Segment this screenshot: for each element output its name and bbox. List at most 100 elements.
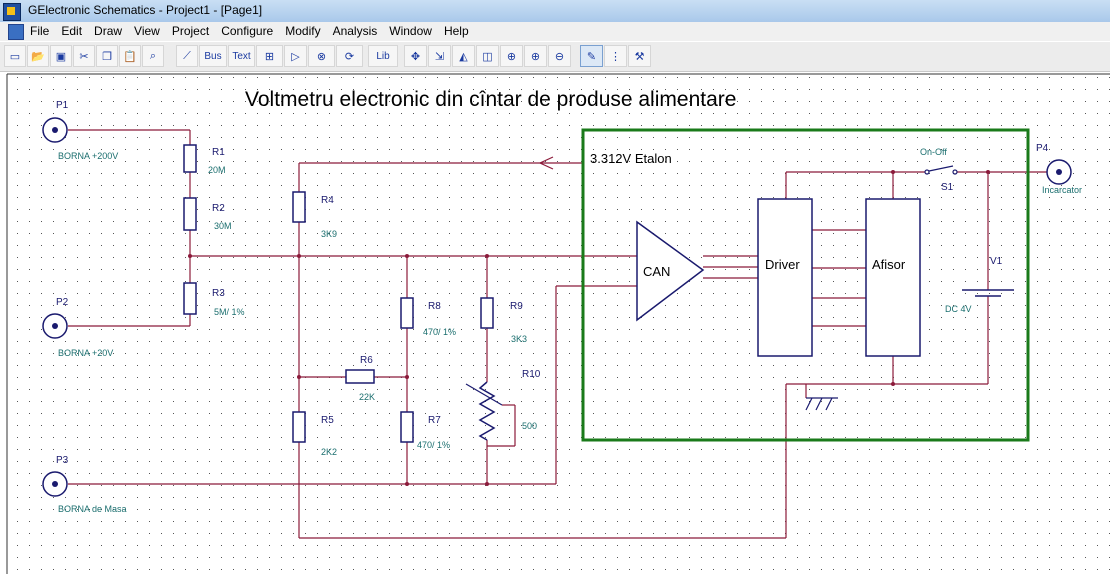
move-icon[interactable]: ✥ (404, 45, 427, 67)
menu-view[interactable]: View (134, 24, 160, 38)
r5-ref: R5 (321, 415, 334, 426)
r6-ref: R6 (360, 355, 373, 366)
wire-icon[interactable]: ⟋ (176, 45, 198, 67)
r7-ref: R7 (428, 415, 441, 426)
port-icon[interactable]: ▷ (284, 45, 307, 67)
driver-block[interactable] (757, 198, 813, 357)
port-p3-ref: P3 (56, 455, 69, 466)
port-p3-label: BORNA de Masa (58, 504, 127, 514)
r1-value: 20M (208, 165, 226, 175)
port-p1-ref: P1 (56, 100, 69, 111)
hierarchy-icon[interactable]: ⋮ (604, 45, 627, 67)
menu-project[interactable]: Project (171, 24, 210, 38)
document-icon[interactable] (8, 24, 24, 40)
r8-value: 470/ 1% (423, 327, 456, 337)
resistors (183, 144, 494, 443)
battery-v1 (962, 289, 1014, 297)
app-icon[interactable] (3, 3, 21, 21)
bus-icon[interactable]: Bus (199, 45, 227, 67)
r8-ref: R8 (428, 301, 441, 312)
open-icon[interactable]: ▭ (4, 45, 26, 67)
library-icon[interactable]: Lib (368, 45, 398, 67)
wires (68, 129, 1050, 539)
resistor-r6 (345, 369, 375, 384)
title-bar: GElectronic Schematics - Project1 - [Pag… (0, 0, 1110, 22)
cut-icon[interactable]: ✂ (73, 45, 95, 67)
resistor-r4 (292, 191, 306, 223)
menu-window[interactable]: Window (389, 24, 432, 38)
r10-ref: R10 (522, 369, 541, 380)
r1-ref: R1 (212, 147, 225, 158)
v1-ref: V1 (990, 256, 1003, 267)
menu-file[interactable]: File (30, 24, 50, 38)
resistor-r2 (183, 197, 197, 231)
zoom-out-icon[interactable]: ⊖ (548, 45, 571, 67)
flip-icon[interactable]: ◫ (476, 45, 499, 67)
port-p2-label: BORNA +20V (58, 348, 113, 358)
resistor-r5 (292, 411, 306, 443)
port-p1[interactable] (42, 117, 68, 143)
potentiometer-wiper-icon (465, 383, 503, 406)
zoom-in-icon[interactable]: ⊕ (524, 45, 547, 67)
text-icon[interactable]: Text (228, 45, 255, 67)
r5-value: 2K2 (321, 447, 337, 457)
switch-s1[interactable] (924, 165, 958, 175)
port-p4[interactable] (1046, 159, 1072, 185)
s1-ref: S1 (941, 182, 954, 193)
menu-analysis[interactable]: Analysis (332, 24, 378, 38)
net-icon[interactable]: ⊗ (308, 45, 335, 67)
zoom-region-icon[interactable]: ⊕ (500, 45, 523, 67)
align-icon[interactable]: ⇲ (428, 45, 451, 67)
component-icon[interactable]: ⊞ (256, 45, 283, 67)
window-title: GElectronic Schematics - Project1 - [Pag… (28, 3, 263, 17)
ground-icon (805, 397, 838, 411)
schematic-drawing[interactable]: Voltmetru electronic din cîntar de produ… (0, 72, 1110, 574)
s1-label: On-Off (920, 147, 947, 157)
menu-modify[interactable]: Modify (285, 24, 321, 38)
port-p4-label: Incarcator (1042, 185, 1082, 195)
resistor-r8 (400, 297, 414, 329)
paste-icon[interactable]: 📋 (119, 45, 141, 67)
edit-icon[interactable]: ✎ (580, 45, 603, 67)
save-icon[interactable]: ▣ (50, 45, 72, 67)
can-label: CAN (643, 264, 670, 279)
menu-configure[interactable]: Configure (221, 24, 274, 38)
r9-ref: R9 (510, 301, 523, 312)
menu-help[interactable]: Help (443, 24, 469, 38)
menu-draw[interactable]: Draw (94, 24, 123, 38)
r3-ref: R3 (212, 288, 225, 299)
r2-value: 30M (214, 221, 232, 231)
port-p2-ref: P2 (56, 297, 69, 308)
r4-ref: R4 (321, 195, 334, 206)
copy-icon[interactable]: ❐ (96, 45, 118, 67)
r7-value: 470/ 1% (417, 440, 450, 450)
afisor-block[interactable] (865, 198, 921, 357)
tools-icon[interactable]: ⚒ (628, 45, 651, 67)
resistor-r3 (183, 282, 197, 315)
etalon-label: 3.312V Etalon (590, 151, 672, 166)
menu-bar: File Edit Draw View Project Configure Modify An… (0, 22, 1110, 41)
r10-value: 500 (522, 421, 537, 431)
port-p3[interactable] (42, 471, 68, 497)
r3-value: 5M/ 1% (214, 307, 245, 317)
resistor-r1 (183, 144, 197, 173)
menu-edit[interactable]: Edit (61, 24, 83, 38)
r6-value: 22K (359, 392, 375, 402)
mirror-icon[interactable]: ◭ (452, 45, 475, 67)
resistor-r10 (478, 381, 496, 441)
r2-ref: R2 (212, 203, 225, 214)
find-icon[interactable]: ⌕ (142, 45, 164, 67)
resistor-r9 (480, 297, 494, 329)
resistor-r7 (400, 411, 414, 443)
driver-label: Driver (765, 257, 800, 272)
can-block[interactable] (636, 220, 705, 322)
open-folder-icon[interactable]: 📂 (27, 45, 49, 67)
r9-value: 3K3 (511, 334, 527, 344)
rotate-icon[interactable]: ⟳ (336, 45, 363, 67)
afisor-label: Afisor (872, 257, 906, 272)
port-p4-ref: P4 (1036, 143, 1049, 154)
r4-value: 3K9 (321, 229, 337, 239)
port-p2[interactable] (42, 313, 68, 339)
module-box (581, 128, 1030, 442)
schematic-title: Voltmetru electronic din cîntar de produ… (245, 88, 736, 111)
